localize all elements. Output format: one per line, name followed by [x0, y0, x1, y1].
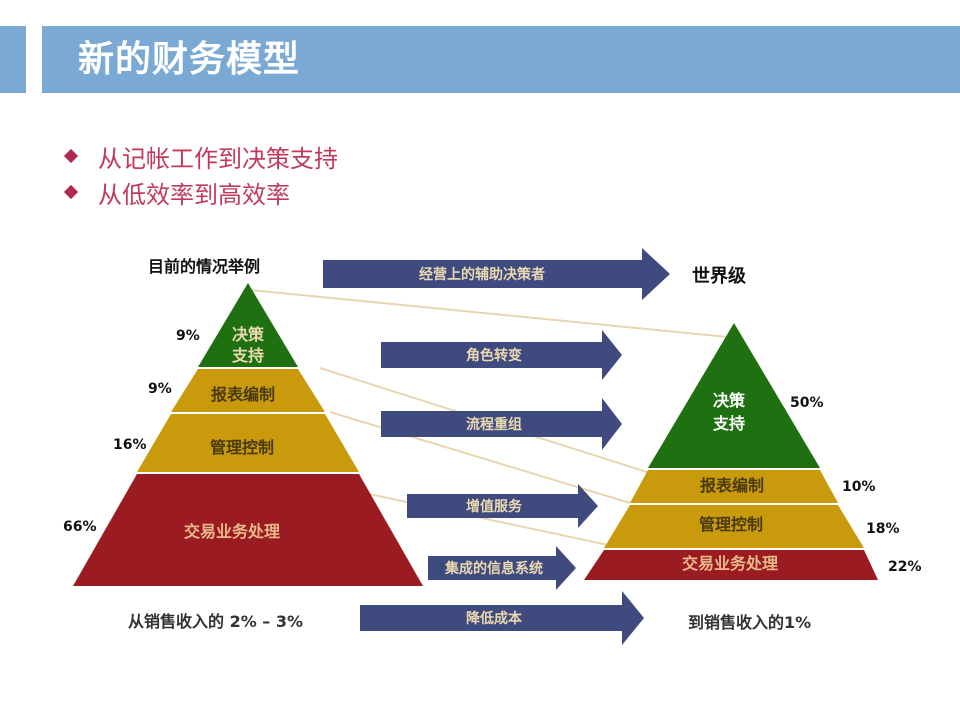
- left-transaction-label: 交易业务处理: [184, 522, 280, 541]
- arrow-label: 增值服务: [466, 498, 523, 515]
- left-caption: 从销售收入的 2% – 3%: [128, 612, 303, 631]
- right-decision-label: 决策: [713, 391, 746, 410]
- title-bar: [42, 26, 960, 93]
- left-layer-control: [137, 414, 359, 472]
- arrow-operating-decision: 经营上的辅助决策者: [323, 248, 670, 300]
- bullet-item: 从记帐工作到决策支持: [62, 138, 338, 174]
- arrow-process-reorg: 流程重组: [381, 398, 622, 450]
- left-transaction-percent: 66%: [63, 519, 97, 535]
- arrow-value-added: 增值服务: [407, 484, 598, 528]
- arrow-integrated-system: 集成的信息系统: [428, 546, 576, 590]
- left-reporting-label: 报表编制: [211, 385, 275, 404]
- left-control-percent: 16%: [113, 437, 147, 453]
- right-reporting-percent: 10%: [842, 479, 876, 495]
- right-decision-label-2: 支持: [712, 414, 745, 433]
- arrow-label: 降低成本: [466, 610, 523, 627]
- arrow-label: 流程重组: [466, 416, 522, 433]
- arrows: 经营上的辅助决策者 角色转变 流程重组 增值服务 集成的信息系统 降低成本: [323, 248, 670, 645]
- arrow-label: 集成的信息系统: [444, 560, 543, 577]
- arrow-label: 角色转变: [466, 347, 522, 364]
- right-decision-percent: 50%: [790, 395, 824, 411]
- slide-title: 新的财务模型: [78, 39, 301, 80]
- left-layer-reporting: [171, 369, 325, 412]
- arrow-shape: [360, 591, 644, 645]
- right-layer-transaction: [584, 550, 878, 580]
- arrow-shape: [381, 330, 622, 380]
- right-caption: 到销售收入的1%: [688, 613, 811, 632]
- connector-line: [249, 289, 729, 338]
- left-layer-transaction: [73, 474, 423, 586]
- arrow-shape: [381, 398, 622, 450]
- left-decision-percent: 9%: [176, 328, 200, 344]
- right-control-percent: 18%: [866, 521, 900, 537]
- arrow-cost-reduction: 降低成本: [360, 591, 644, 645]
- left-decision-label-2: 支持: [231, 346, 264, 365]
- left-control-label: 管理控制: [210, 438, 274, 457]
- bullet-text: 从记帐工作到决策支持: [98, 144, 338, 173]
- arrow-role-change: 角色转变: [381, 330, 622, 380]
- arrow-shape: [428, 546, 576, 590]
- right-layer-decision: [648, 323, 820, 468]
- right-transaction-label: 交易业务处理: [682, 554, 778, 573]
- right-layer-control: [604, 505, 864, 548]
- arrow-label: 经营上的辅助决策者: [419, 266, 545, 283]
- title-accent-block: [0, 26, 26, 93]
- arrow-shape: [323, 248, 670, 300]
- right-transaction-percent: 22%: [888, 559, 922, 575]
- right-control-label: 管理控制: [699, 515, 763, 534]
- bullet-item: 从低效率到高效率: [62, 174, 338, 210]
- left-heading: 目前的情况举例: [148, 257, 260, 276]
- left-layer-decision: [198, 283, 298, 367]
- bullet-text: 从低效率到高效率: [98, 180, 290, 209]
- left-pyramid: 决策 支持 报表编制 管理控制 交易业务处理 9% 9% 16% 66% 目前的…: [63, 257, 423, 631]
- left-reporting-percent: 9%: [148, 381, 172, 397]
- arrow-shape: [407, 484, 598, 528]
- right-reporting-label: 报表编制: [700, 476, 764, 495]
- right-pyramid: 决策 支持 报表编制 管理控制 交易业务处理 50% 10% 18% 22% 世…: [584, 265, 922, 632]
- right-heading: 世界级: [692, 265, 747, 287]
- bullet-list: 从记帐工作到决策支持 从低效率到高效率: [62, 138, 338, 210]
- right-layer-reporting: [630, 470, 838, 503]
- left-decision-label: 决策: [232, 325, 265, 344]
